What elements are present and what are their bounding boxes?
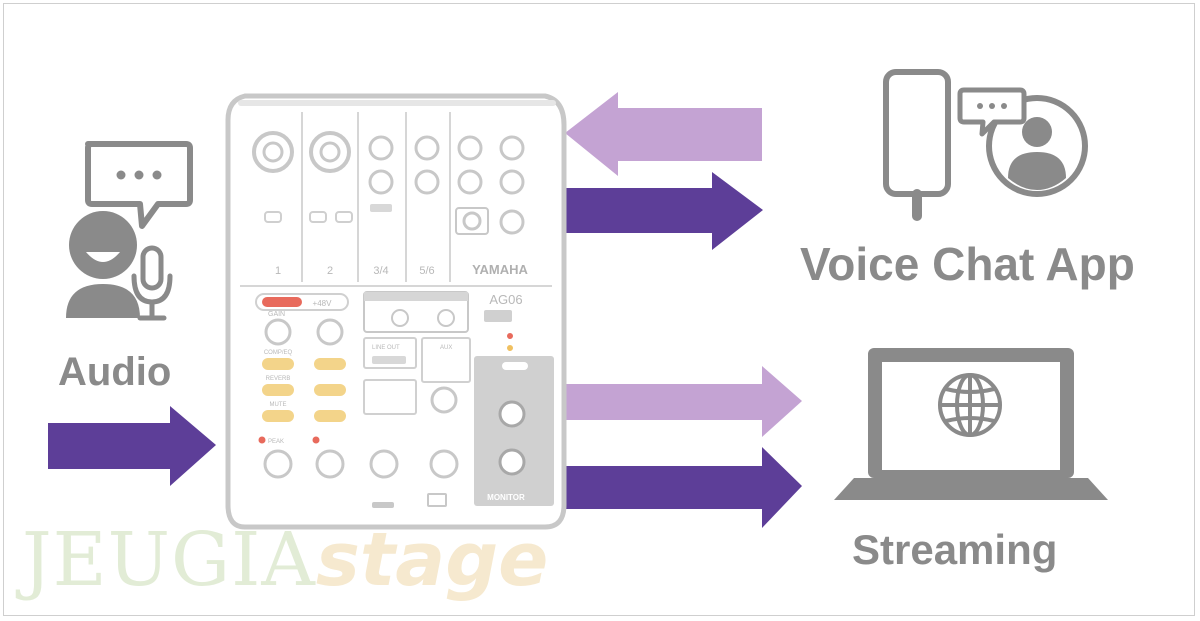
voice-chat-app-label: Voice Chat App	[800, 238, 1135, 290]
audio-label: Audio	[58, 350, 172, 394]
streaming-light-arrow	[563, 366, 802, 437]
diagram-frame	[3, 3, 1195, 616]
line-out-label: LINE OUT	[372, 345, 400, 351]
person-with-mic-icon	[66, 141, 193, 321]
globe-icon	[938, 373, 1002, 437]
mixer-brand: YAMAHA	[472, 262, 528, 277]
watermark-part1: JEUGIA	[22, 517, 316, 603]
channel-number: 5/6	[419, 265, 434, 277]
streaming-label: Streaming	[852, 526, 1058, 573]
voice-chat-return-arrow	[565, 92, 762, 176]
voice-chat-send-arrow	[563, 172, 763, 250]
aux-label: AUX	[440, 345, 452, 351]
monitor-label: MONITOR	[487, 493, 525, 502]
channel-number: 3/4	[373, 265, 388, 277]
phantom-power-label: +48V	[313, 299, 333, 308]
streaming-dark-arrow	[563, 447, 802, 528]
speech-bubble-icon	[85, 141, 193, 229]
peak-label: PEAK	[268, 439, 284, 445]
channel-number: 1	[275, 265, 281, 277]
chat-user-icon	[957, 87, 1088, 197]
gain-label: GAIN	[268, 311, 285, 318]
watermark-part2: stage	[315, 517, 549, 603]
audio-input-arrow	[48, 406, 216, 486]
reverb-label: REVERB	[266, 376, 291, 382]
smartphone-icon	[883, 69, 951, 221]
watermark: JEUGIAstage	[22, 520, 548, 600]
comp-eq-label: COMP/EQ	[264, 350, 293, 356]
laptop-globe-icon	[834, 348, 1108, 500]
mixer-model: AG06	[489, 292, 522, 307]
channel-number: 2	[327, 265, 333, 277]
mixer-device: 1 2 3/4 5/6 YAMAHA +48V AG06 GAIN	[225, 93, 567, 530]
mute-label: MUTE	[270, 402, 287, 408]
